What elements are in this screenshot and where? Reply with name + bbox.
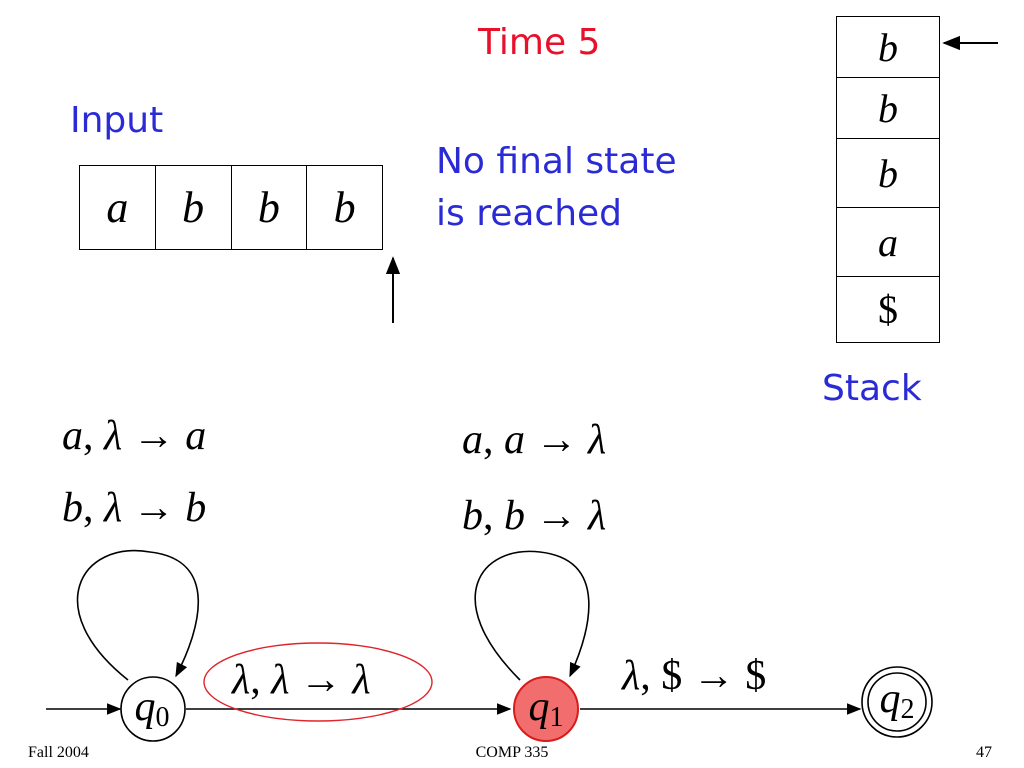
stack-cell: a: [837, 208, 939, 277]
footer-left: Fall 2004: [28, 744, 89, 761]
footer-center: COMP 335: [475, 744, 549, 761]
loop-q1: [474, 550, 590, 681]
input-tape: a b b b: [79, 165, 383, 250]
stack-cell-top: b: [837, 17, 939, 78]
footer-right: 47: [976, 744, 992, 761]
tape-cell: b: [333, 183, 356, 232]
stack-cell: b: [837, 139, 939, 208]
state-q0-label: q0: [135, 684, 170, 733]
state-q0: [120, 676, 186, 742]
stack-label: Stack: [822, 368, 922, 409]
q1-loop-label-1: a, a → λ: [462, 417, 607, 463]
state-q2-label: q2: [880, 676, 915, 725]
input-label: Input: [70, 100, 164, 141]
q0-q1-label: λ, λ → λ: [232, 657, 371, 703]
status-message: No final state is reached: [436, 136, 677, 240]
tape-cell: b: [156, 166, 232, 249]
q0-loop-label-1: a, λ → a: [62, 413, 207, 459]
q0-loop-label-2: b, λ → b: [62, 485, 207, 531]
status-message-line1: No final state: [436, 141, 677, 182]
page-title: Time 5: [478, 22, 601, 63]
tape-cell: b: [232, 166, 308, 249]
tape-cell: a: [80, 166, 156, 249]
state-q2-outer: [861, 666, 933, 738]
highlight-ellipse: [203, 642, 433, 722]
status-message-line2: is reached: [436, 193, 623, 234]
loop-q0: [76, 549, 200, 681]
state-q2-inner: [867, 672, 927, 732]
stack-cell: b: [837, 78, 939, 139]
state-q1: [513, 676, 579, 742]
stack: b b b a $: [836, 16, 940, 343]
q1-q2-label: λ, $ → $: [622, 653, 767, 699]
q1-loop-label-2: b, b → λ: [462, 493, 607, 539]
state-q1-label: q1: [529, 684, 564, 733]
stack-cell-bottom: $: [878, 287, 898, 332]
